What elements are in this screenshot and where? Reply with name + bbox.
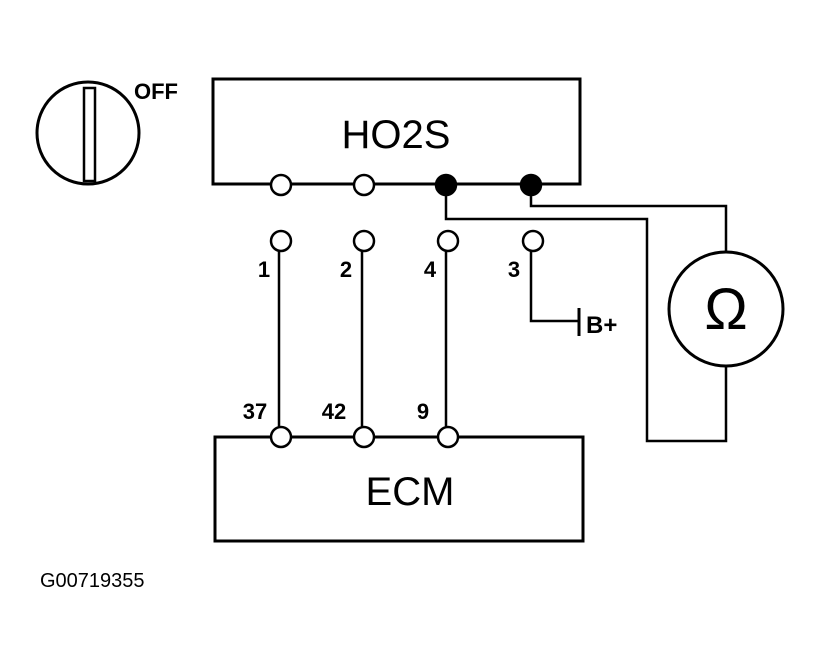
ecm-pin-37: [269, 425, 293, 449]
ohmmeter: Ω: [667, 250, 785, 368]
ho2s-label: HO2S: [342, 113, 451, 157]
switch-state-label: OFF: [134, 79, 178, 104]
connector-pin: [352, 229, 376, 253]
connector-pin-label: 1: [258, 257, 270, 282]
ohmmeter-body: [667, 250, 785, 368]
ho2s-sensor: HO2S: [211, 77, 582, 186]
connector-pin-label: 3: [508, 257, 520, 282]
battery-label: B+: [586, 312, 617, 339]
ho2s-pin-3-probed: [519, 173, 543, 197]
connector-pin-label: 4: [424, 257, 437, 282]
ignition-switch: OFF: [35, 79, 178, 186]
ho2s-pin-4-probed: [434, 173, 458, 197]
battery-terminal: B+: [577, 308, 617, 339]
ho2s-box: [211, 77, 582, 186]
ecm-pin-label: 9: [417, 399, 429, 424]
ecm-box: [213, 435, 585, 543]
connector-pin: [521, 229, 545, 253]
ho2s-pin-2: [352, 173, 376, 197]
ignition-key-slot-icon: [82, 86, 97, 183]
connector-pin: [436, 229, 460, 253]
ecm-pin-label: 37: [243, 399, 267, 424]
ecm-unit: ECM: [213, 435, 585, 543]
wire-ohmmeter-lead-a: [444, 185, 728, 443]
ohm-symbol-icon: Ω: [704, 277, 747, 342]
ecm-label: ECM: [366, 470, 455, 514]
figure-id: G00719355: [40, 570, 145, 592]
connector-pin: [269, 229, 293, 253]
connector-pin-label: 2: [340, 257, 352, 282]
ecm-pin-9: [436, 425, 460, 449]
ecm-pin-label: 42: [322, 399, 346, 424]
ho2s-pin-1: [269, 173, 293, 197]
wire-pin3-to-battery: [529, 250, 578, 323]
ecm-pin-42: [352, 425, 376, 449]
